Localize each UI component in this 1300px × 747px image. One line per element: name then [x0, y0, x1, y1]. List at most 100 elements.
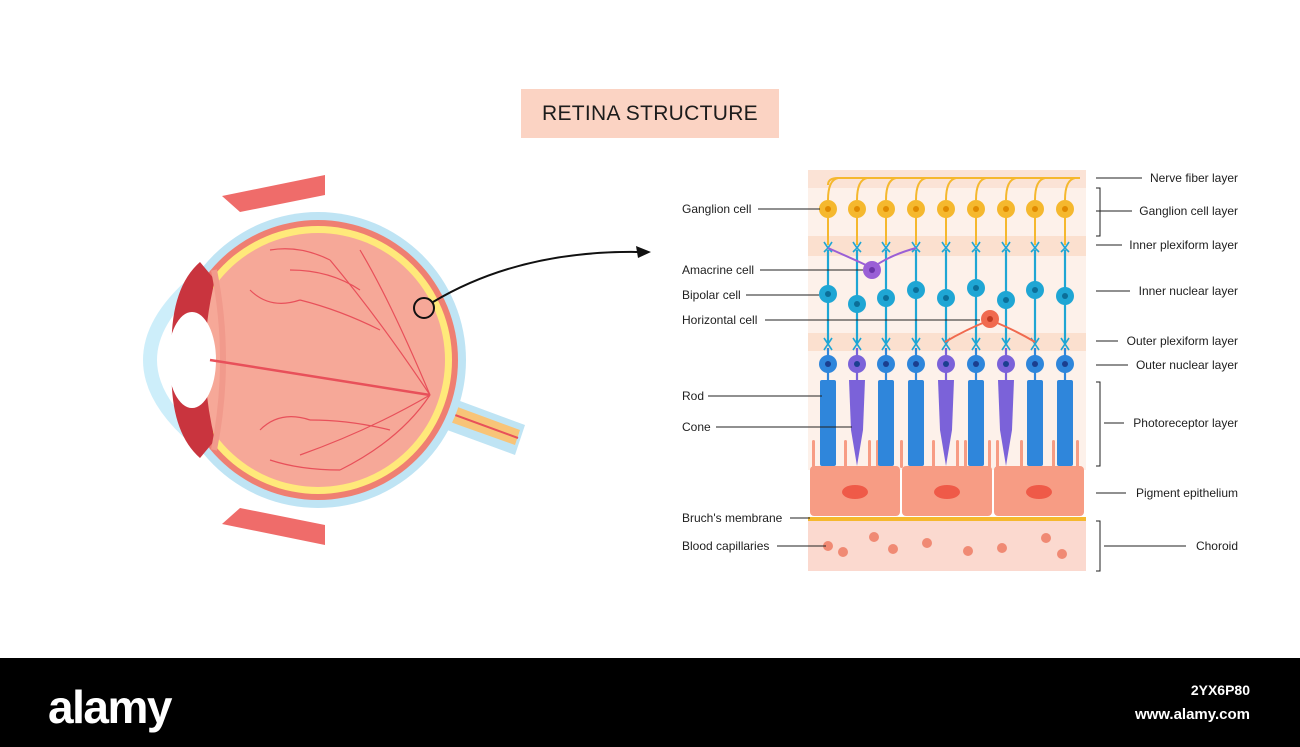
ganglion-nucleus [825, 206, 831, 212]
image-id: 2YX6P80 [1190, 682, 1250, 698]
label-choroid: Choroid [1195, 539, 1238, 553]
microvillus [900, 440, 903, 468]
photoreceptor-nucleus [825, 361, 831, 367]
outer-synapse [911, 337, 921, 351]
microvillus [1020, 440, 1023, 468]
photoreceptor-nucleus [973, 361, 979, 367]
label-rod: Rod [682, 389, 705, 403]
bipolar-nucleus [825, 291, 831, 297]
inner-synapse [1030, 241, 1040, 253]
inner-synapse [881, 241, 891, 253]
photoreceptor-nucleus [854, 361, 860, 367]
rod-cell [1027, 380, 1043, 466]
photoreceptor-nucleus [913, 361, 919, 367]
inner-synapse [1060, 241, 1070, 253]
retinal-cell-columns [819, 177, 1080, 466]
label-ganglion-cell: Ganglion cell [682, 202, 752, 216]
label-blood-capillaries: Blood capillaries [682, 539, 770, 553]
microvillus [956, 440, 959, 468]
label-outer-plexiform-layer: Outer plexiform layer [1126, 334, 1238, 348]
ganglion-nucleus [1003, 206, 1009, 212]
leader-lines [708, 177, 1186, 572]
inner-synapse [1001, 241, 1011, 253]
microvillus [868, 440, 871, 468]
microvillus [988, 440, 991, 468]
eye-interior [191, 233, 445, 487]
blood-capillary-dots [823, 532, 1067, 559]
ganglion-nucleus [854, 206, 860, 212]
rod-cell [908, 380, 924, 466]
label-inner-nuclear-layer: Inner nuclear layer [1138, 284, 1238, 298]
ganglion-axon [1005, 177, 1017, 201]
ganglion-nucleus [913, 206, 919, 212]
label-cone: Cone [682, 420, 711, 434]
rod-cell [820, 380, 836, 466]
choroid-layer [808, 521, 1086, 571]
cone-cell [998, 380, 1014, 466]
photoreceptor-nucleus [1032, 361, 1038, 367]
label-nerve-fiber-layer: Nerve fiber layer [1149, 171, 1238, 185]
ganglion-axon [1034, 177, 1046, 201]
ganglion-axon [945, 177, 957, 201]
outer-synapse [971, 337, 981, 351]
inner-synapse [941, 241, 951, 253]
bipolar-nucleus [883, 295, 889, 301]
diagram-title: RETINA STRUCTURE [542, 101, 758, 125]
bipolar-nucleus [854, 301, 860, 307]
ganglion-axon [827, 177, 839, 201]
zoom-arrow-head [636, 246, 651, 258]
retinal-blood-vessels [209, 248, 431, 471]
microvillus [964, 440, 967, 468]
ganglion-nucleus [883, 206, 889, 212]
ganglion-nucleus [1062, 206, 1068, 212]
outer-synapse [823, 337, 833, 351]
photoreceptor-nucleus [1003, 361, 1009, 367]
site-url[interactable]: www.alamy.com [1134, 706, 1250, 723]
label-bipolar-cell: Bipolar cell [682, 288, 741, 302]
bruchs-membrane [808, 517, 1086, 521]
microvillus [1052, 440, 1055, 468]
ganglion-axon [915, 177, 927, 201]
pigment-epithelium-cells [810, 466, 1084, 516]
label-horizontal-cell: Horizontal cell [682, 313, 758, 327]
retina-illustration [143, 170, 1186, 572]
bipolar-nucleus [1032, 287, 1038, 293]
title-banner: RETINA STRUCTURE [521, 89, 779, 138]
label-photoreceptor-layer: Photoreceptor layer [1133, 416, 1238, 430]
cone-cell [849, 380, 865, 466]
outer-synapse [1060, 337, 1070, 351]
ganglion-nucleus [1032, 206, 1038, 212]
ganglion-axon [975, 177, 987, 201]
rod-cell [968, 380, 984, 466]
ganglion-axon [856, 177, 868, 201]
cornea [143, 276, 200, 444]
photoreceptor-nucleus [943, 361, 949, 367]
photoreceptor-nucleus [883, 361, 889, 367]
label-inner-plexiform-layer: Inner plexiform layer [1129, 238, 1238, 252]
brand-logo: alamy [48, 681, 172, 733]
ganglion-nucleus [943, 206, 949, 212]
bipolar-nucleus [1003, 297, 1009, 303]
zoom-arrow [432, 250, 641, 303]
eyeball-cross-section [143, 175, 651, 545]
label-ganglion-cell-layer: Ganglion cell layer [1139, 204, 1238, 218]
label-amacrine-cell: Amacrine cell [682, 263, 755, 277]
bipolar-nucleus [973, 285, 979, 291]
ganglion-axon [1064, 177, 1076, 201]
lens [168, 312, 216, 408]
microvillus [812, 440, 815, 468]
zoom-marker-circle [413, 297, 435, 319]
photoreceptor-nucleus [1062, 361, 1068, 367]
rod-cell [1057, 380, 1073, 466]
inner-synapse [852, 241, 862, 253]
rod-cell [878, 380, 894, 466]
ganglion-axon [885, 177, 897, 201]
label-bruchs-membrane: Bruch's membrane [682, 511, 783, 525]
ganglion-nucleus [973, 206, 979, 212]
footer-bar: alamy 2YX6P80 www.alamy.com [0, 658, 1300, 747]
bipolar-nucleus [943, 295, 949, 301]
lower-eye-muscle [222, 508, 325, 545]
outer-synapse [1001, 337, 1011, 351]
microvillus [844, 440, 847, 468]
outer-synapse [852, 337, 862, 351]
